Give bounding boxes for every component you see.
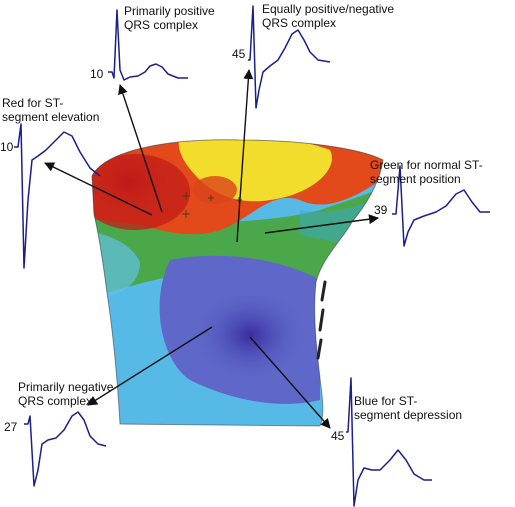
value-left-trace: 10 (0, 140, 14, 154)
arrow-blue-depression (249, 336, 331, 429)
label-equal-qrs-line2: QRS complex (262, 16, 337, 30)
value-bottom-left-trace: 27 (4, 420, 18, 434)
value-right-trace: 39 (374, 203, 388, 217)
value-top-center-trace: 45 (232, 47, 246, 61)
label-red-elevation: Red for ST- segment elevation (2, 96, 99, 124)
ecg-trace-negative (24, 411, 107, 487)
label-equal-qrs: Equally positive/negative QRS complex (262, 2, 394, 30)
label-red-line2: segment elevation (2, 110, 100, 124)
label-negative-qrs: Primarily negative QRS complex (18, 380, 113, 408)
label-green-line1: Green for normal ST- (370, 158, 483, 172)
ecg-trace-elevation (14, 123, 101, 269)
label-positive-qrs-line2: QRS complex (124, 18, 199, 32)
label-green-line2: segment position (370, 172, 461, 186)
ecg-trace-positive (108, 9, 188, 81)
value-top-left-trace: 10 (90, 67, 104, 81)
arrow-positive-qrs (118, 84, 163, 213)
label-green-normal: Green for normal ST- segment position (370, 158, 483, 186)
ecg-trace-equal (248, 5, 331, 109)
label-blue-line2: segment depression (354, 408, 463, 422)
arrow-negative-qrs (87, 326, 213, 406)
label-equal-qrs-line1: Equally positive/negative (262, 2, 395, 16)
torso-outline (91, 139, 384, 427)
label-blue-line1: Blue for ST- (354, 394, 418, 408)
label-positive-qrs: Primarily positive QRS complex (124, 4, 215, 32)
arrow-equal-qrs (236, 69, 254, 243)
arrow-red-elevation (44, 162, 153, 216)
label-negative-qrs-line1: Primarily negative (18, 380, 114, 394)
electrode-marks (316, 280, 327, 360)
label-blue-depression: Blue for ST- segment depression (354, 394, 462, 422)
value-bottom-right-trace: 45 (331, 429, 345, 443)
ecg-trace-normal (392, 165, 490, 247)
label-positive-qrs-line1: Primarily positive (124, 4, 215, 18)
label-negative-qrs-line2: QRS complex (18, 394, 93, 408)
plus-marks (182, 192, 242, 218)
arrow-green-normal (264, 214, 379, 234)
ecg-trace-depression (346, 377, 432, 507)
label-red-line1: Red for ST- (2, 96, 64, 110)
